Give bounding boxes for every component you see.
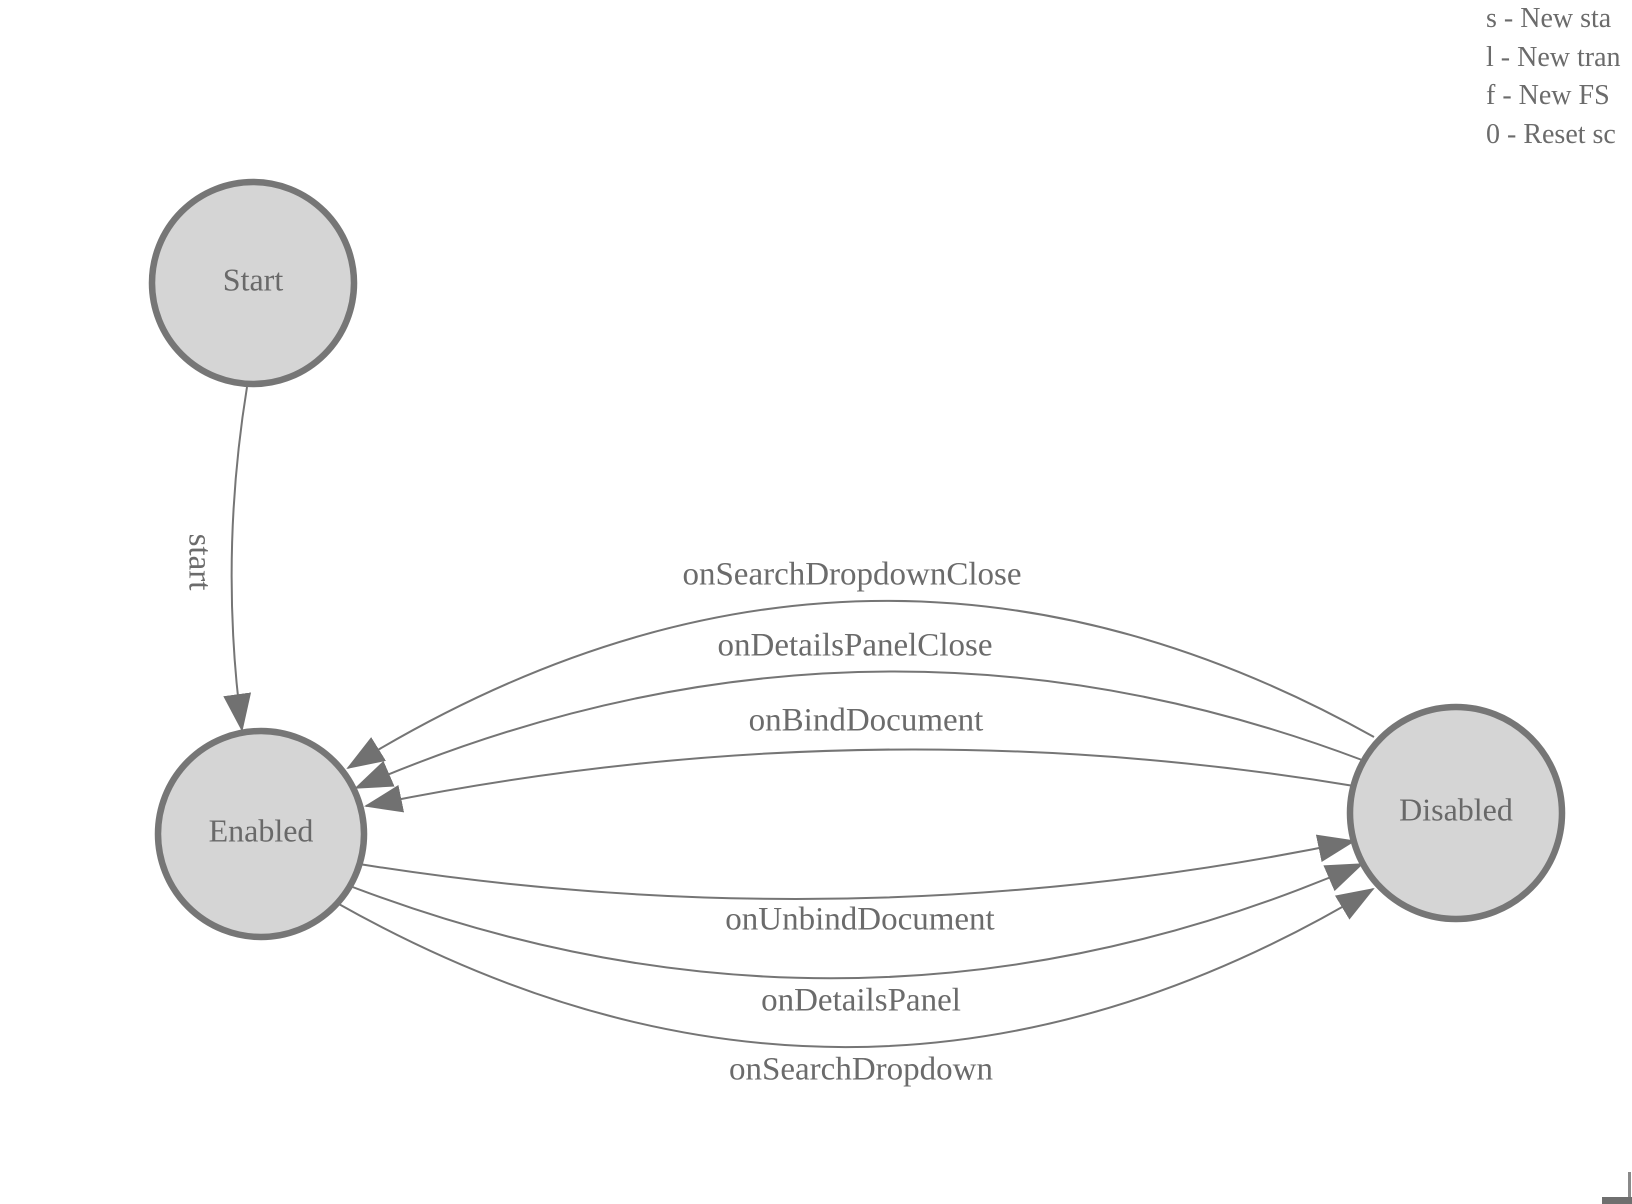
transition-edge-start-to-enabled[interactable] <box>223 386 252 732</box>
state-node-start[interactable] <box>148 178 358 388</box>
state-label-enabled: Enabled <box>209 812 314 848</box>
keyboard-shortcut-legend: s - New sta l - New tran f - New FS 0 - … <box>1486 0 1621 154</box>
transition-label-onBindDocument[interactable]: onBindDocument <box>749 703 984 739</box>
legend-line-new-state: s - New sta <box>1486 3 1612 34</box>
transition-label-onDetailsPanelClose[interactable]: onDetailsPanelClose <box>718 628 993 664</box>
state-label-start: Start <box>223 261 284 297</box>
transitions-layer: start onSearchDropdownClose onDetailsPanel… <box>181 386 1375 1088</box>
state-node-disabled[interactable] <box>1346 703 1566 923</box>
legend-line-new-transition: l - New tran <box>1486 41 1621 73</box>
transition-label-onUnbindDocument[interactable]: onUnbindDocument <box>725 902 994 938</box>
transition-label-onDetailsPanel[interactable]: onDetailsPanel <box>761 983 961 1019</box>
transition-edge-onSearchDropdownClose[interactable] <box>346 599 1375 770</box>
transition-edge-onUnbindDocument[interactable] <box>358 834 1356 900</box>
transition-label-onSearchDropdown[interactable]: onSearchDropdown <box>729 1052 993 1088</box>
clipped-corner-shape-horizontal <box>1602 1197 1632 1204</box>
state-node-enabled[interactable] <box>154 727 368 941</box>
legend-line-reset: 0 - Reset sc <box>1486 118 1616 150</box>
state-label-disabled: Disabled <box>1399 791 1513 827</box>
transition-edge-onBindDocument[interactable] <box>364 748 1355 813</box>
transition-label-onSearchDropdownClose[interactable]: onSearchDropdownClose <box>682 557 1021 593</box>
transition-edge-onDetailsPanel[interactable] <box>349 863 1364 980</box>
clipped-corner-shape-vertical <box>1628 1172 1631 1204</box>
transition-label-start-to-enabled[interactable]: start <box>181 534 217 591</box>
transition-edge-onDetailsPanelClose[interactable] <box>354 670 1363 789</box>
transition-edge-onSearchDropdown[interactable] <box>336 887 1375 1048</box>
legend-line-new-fsm: f - New FS <box>1486 80 1610 111</box>
